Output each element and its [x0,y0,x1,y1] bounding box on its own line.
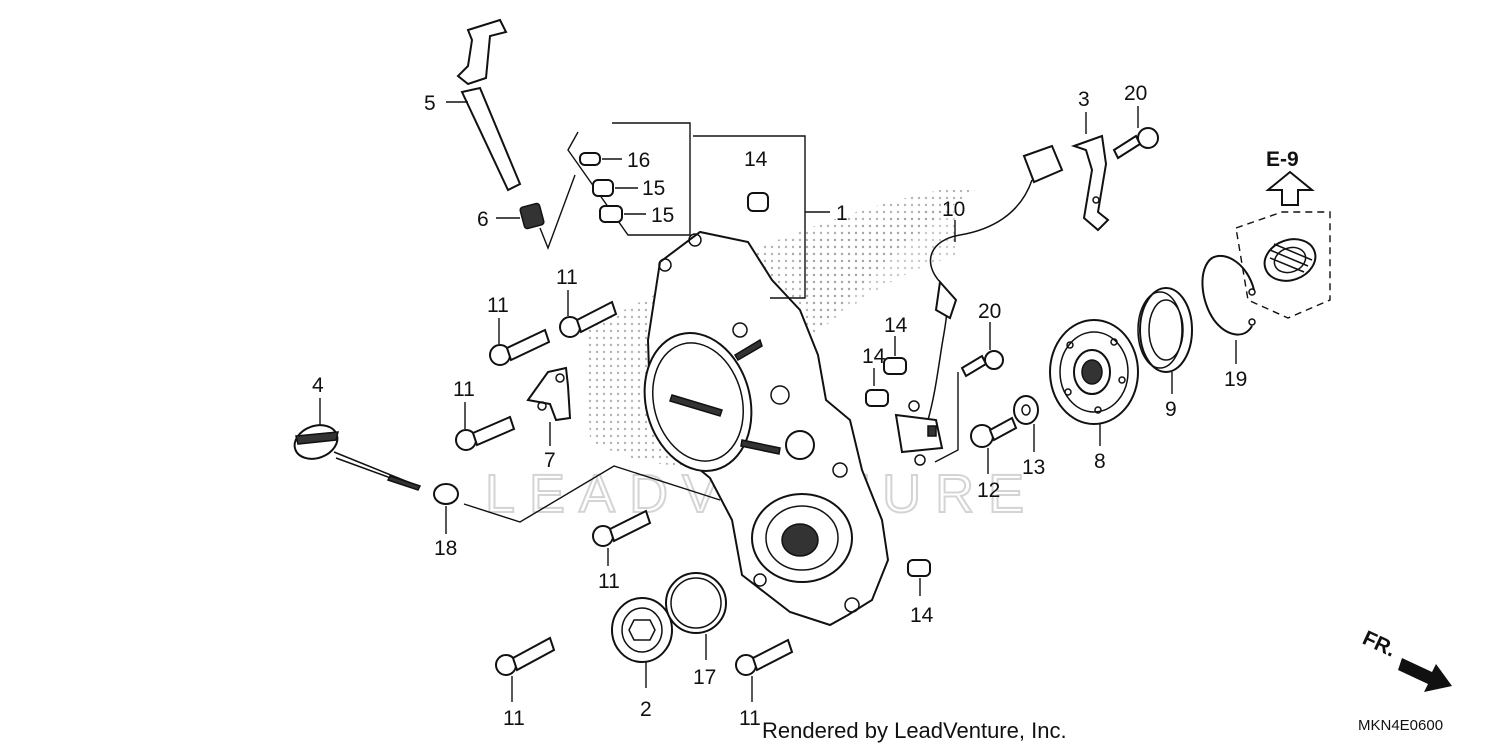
bolt-11a [489,328,551,366]
callout-15a: 15 [642,177,665,200]
reference-arrow-icon [1265,170,1315,206]
dowel-14-bottom [907,559,931,577]
needle-bearing [1263,238,1317,282]
callout-11e: 11 [503,707,525,730]
halftone-background-2 [790,205,960,330]
dipstick-tube [456,18,522,192]
crankcase-cover [643,230,890,627]
callout-19: 19 [1224,368,1247,391]
snap-ring [1201,254,1256,336]
dowel-14-mid-a [865,389,889,407]
front-direction-arrow-icon [1398,658,1452,692]
dowel-14-mid-b [883,357,907,375]
clamp-bracket [526,366,572,422]
bolt-20-upper [1112,127,1159,160]
callout-20b: 20 [1124,82,1147,105]
callout-8: 8 [1094,450,1106,473]
cover-cap [611,597,673,663]
oil-filler-cap [293,424,422,491]
bolt-11d [592,509,652,547]
sensor-harness [894,144,1064,466]
callout-9: 9 [1165,398,1177,421]
callout-14d: 14 [910,604,934,627]
callout-6: 6 [477,208,489,231]
callout-7: 7 [544,449,556,472]
bolt-11e [495,636,556,676]
spring [519,202,545,230]
bolt-11b [559,300,618,338]
callout-10: 10 [942,198,965,221]
callout-11b: 11 [556,266,578,289]
callout-14b: 14 [862,345,886,368]
callout-1: 1 [836,202,848,225]
callout-12: 12 [977,479,1000,502]
front-direction-label: FR. [1359,627,1399,662]
bolt-12 [970,416,1018,448]
callout-11d: 11 [598,570,620,593]
callout-15b: 15 [651,204,674,227]
bolt-11f [735,638,794,676]
o-ring-17 [665,572,727,634]
callout-3: 3 [1078,88,1090,111]
callout-5: 5 [424,92,436,115]
diagram-code: MKN4E0600 [1358,717,1443,734]
callout-11a: 11 [487,294,509,317]
o-ring-18 [433,483,459,505]
starter-clutch [1049,319,1139,425]
callout-16: 16 [627,149,650,172]
one-way-clutch [1137,287,1193,373]
bolt-11c [455,415,516,451]
washer-13 [1013,395,1039,425]
callout-20a: 20 [978,300,1001,323]
dowel-pin-a [592,179,614,197]
plate-bracket [1070,134,1110,232]
callout-17: 17 [693,666,716,689]
reference-label: E-9 [1266,148,1299,171]
dowel-14-top [747,192,769,212]
callout-14a: 14 [744,148,768,171]
callout-11c: 11 [453,378,475,401]
bolt-20-lower [960,350,1004,378]
callout-11f: 11 [739,707,761,730]
callout-4: 4 [312,374,324,397]
callout-2: 2 [640,698,652,721]
callout-13: 13 [1022,456,1045,479]
oil-orifice [579,152,601,166]
callout-18: 18 [434,537,457,560]
credit-text: Rendered by LeadVenture, Inc. [762,718,1067,743]
dowel-pin-b [599,205,623,223]
callout-14c: 14 [884,314,908,337]
